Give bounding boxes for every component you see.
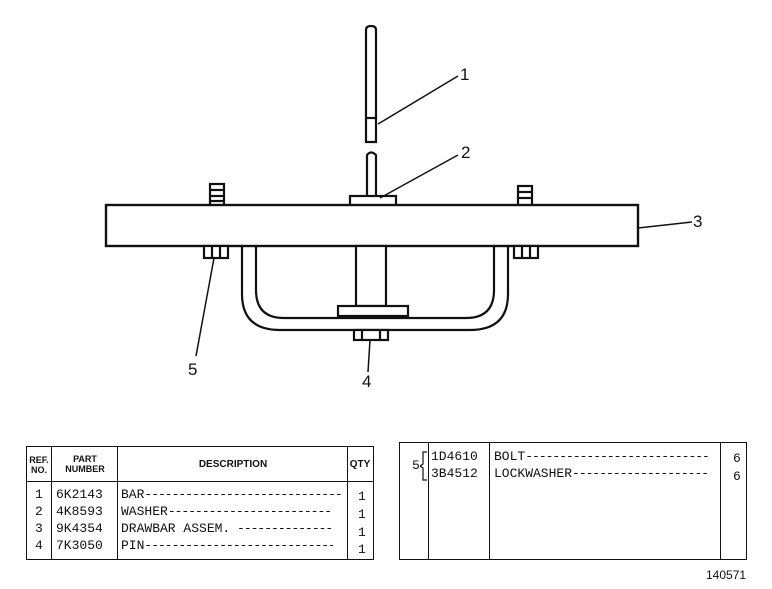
- header-description: DESCRIPTION: [198, 459, 268, 470]
- description: WASHER----------------------------------…: [121, 505, 333, 519]
- pin-lower: [352, 328, 390, 342]
- header-part-number: PART NUMBER: [65, 454, 105, 474]
- callout-2: 2: [461, 143, 470, 162]
- bolt-left-top: [208, 182, 226, 208]
- table-row: 1: [35, 487, 43, 502]
- quantity: 6: [733, 451, 741, 466]
- nut-left: [202, 244, 230, 260]
- callout-1: 1: [460, 65, 469, 84]
- pin-top: [364, 24, 378, 200]
- bar-plate: [104, 203, 640, 248]
- description: DRAWBAR ASSEM. -------------------------: [121, 522, 333, 536]
- description: BAR-------------------------------------…: [121, 488, 343, 502]
- description: LOCKWASHER------------------------------…: [494, 467, 708, 481]
- part-number: 4K8593: [56, 504, 103, 519]
- header-qty: QTY: [349, 459, 371, 470]
- leader-1: [377, 75, 459, 125]
- description: BOLT-----------------------------------: [494, 450, 708, 464]
- quantity: 1: [358, 507, 366, 522]
- part-number: 3B4512: [431, 466, 478, 481]
- leader-3: [637, 221, 693, 229]
- group-ref: 5: [412, 458, 420, 473]
- bolt-right-top: [516, 184, 534, 208]
- washer-lower: [336, 304, 410, 318]
- table-row: 2: [35, 504, 43, 519]
- table-row: 4: [35, 538, 43, 553]
- brace-icon: [420, 451, 427, 481]
- part-number: 9K4354: [56, 521, 103, 536]
- quantity: 1: [358, 525, 366, 540]
- figure-number: 140571: [706, 568, 747, 582]
- callout-3: 3: [693, 212, 702, 231]
- quantity: 6: [733, 469, 741, 484]
- parts-table-left: REF. NO. PART NUMBER DESCRIPTION QTY 1 6…: [26, 446, 374, 560]
- header-ref: REF. NO.: [29, 455, 49, 475]
- nut-right: [512, 244, 540, 260]
- part-number: 1D4610: [431, 449, 478, 464]
- shaft-lower: [354, 244, 388, 308]
- parts-table-right: 5 1D4610 BOLT---------------------------…: [399, 442, 747, 560]
- quantity: 1: [358, 542, 366, 557]
- callout-4: 4: [362, 372, 371, 391]
- leader-5: [195, 257, 215, 357]
- leader-2: [379, 154, 459, 199]
- description: PIN-------------------------------------…: [121, 539, 333, 553]
- leader-4: [367, 339, 371, 373]
- table-row: 3: [35, 521, 43, 536]
- quantity: 1: [358, 489, 366, 504]
- part-number: 6K2143: [56, 487, 103, 502]
- part-number: 7K3050: [56, 538, 103, 553]
- callout-5: 5: [188, 360, 197, 379]
